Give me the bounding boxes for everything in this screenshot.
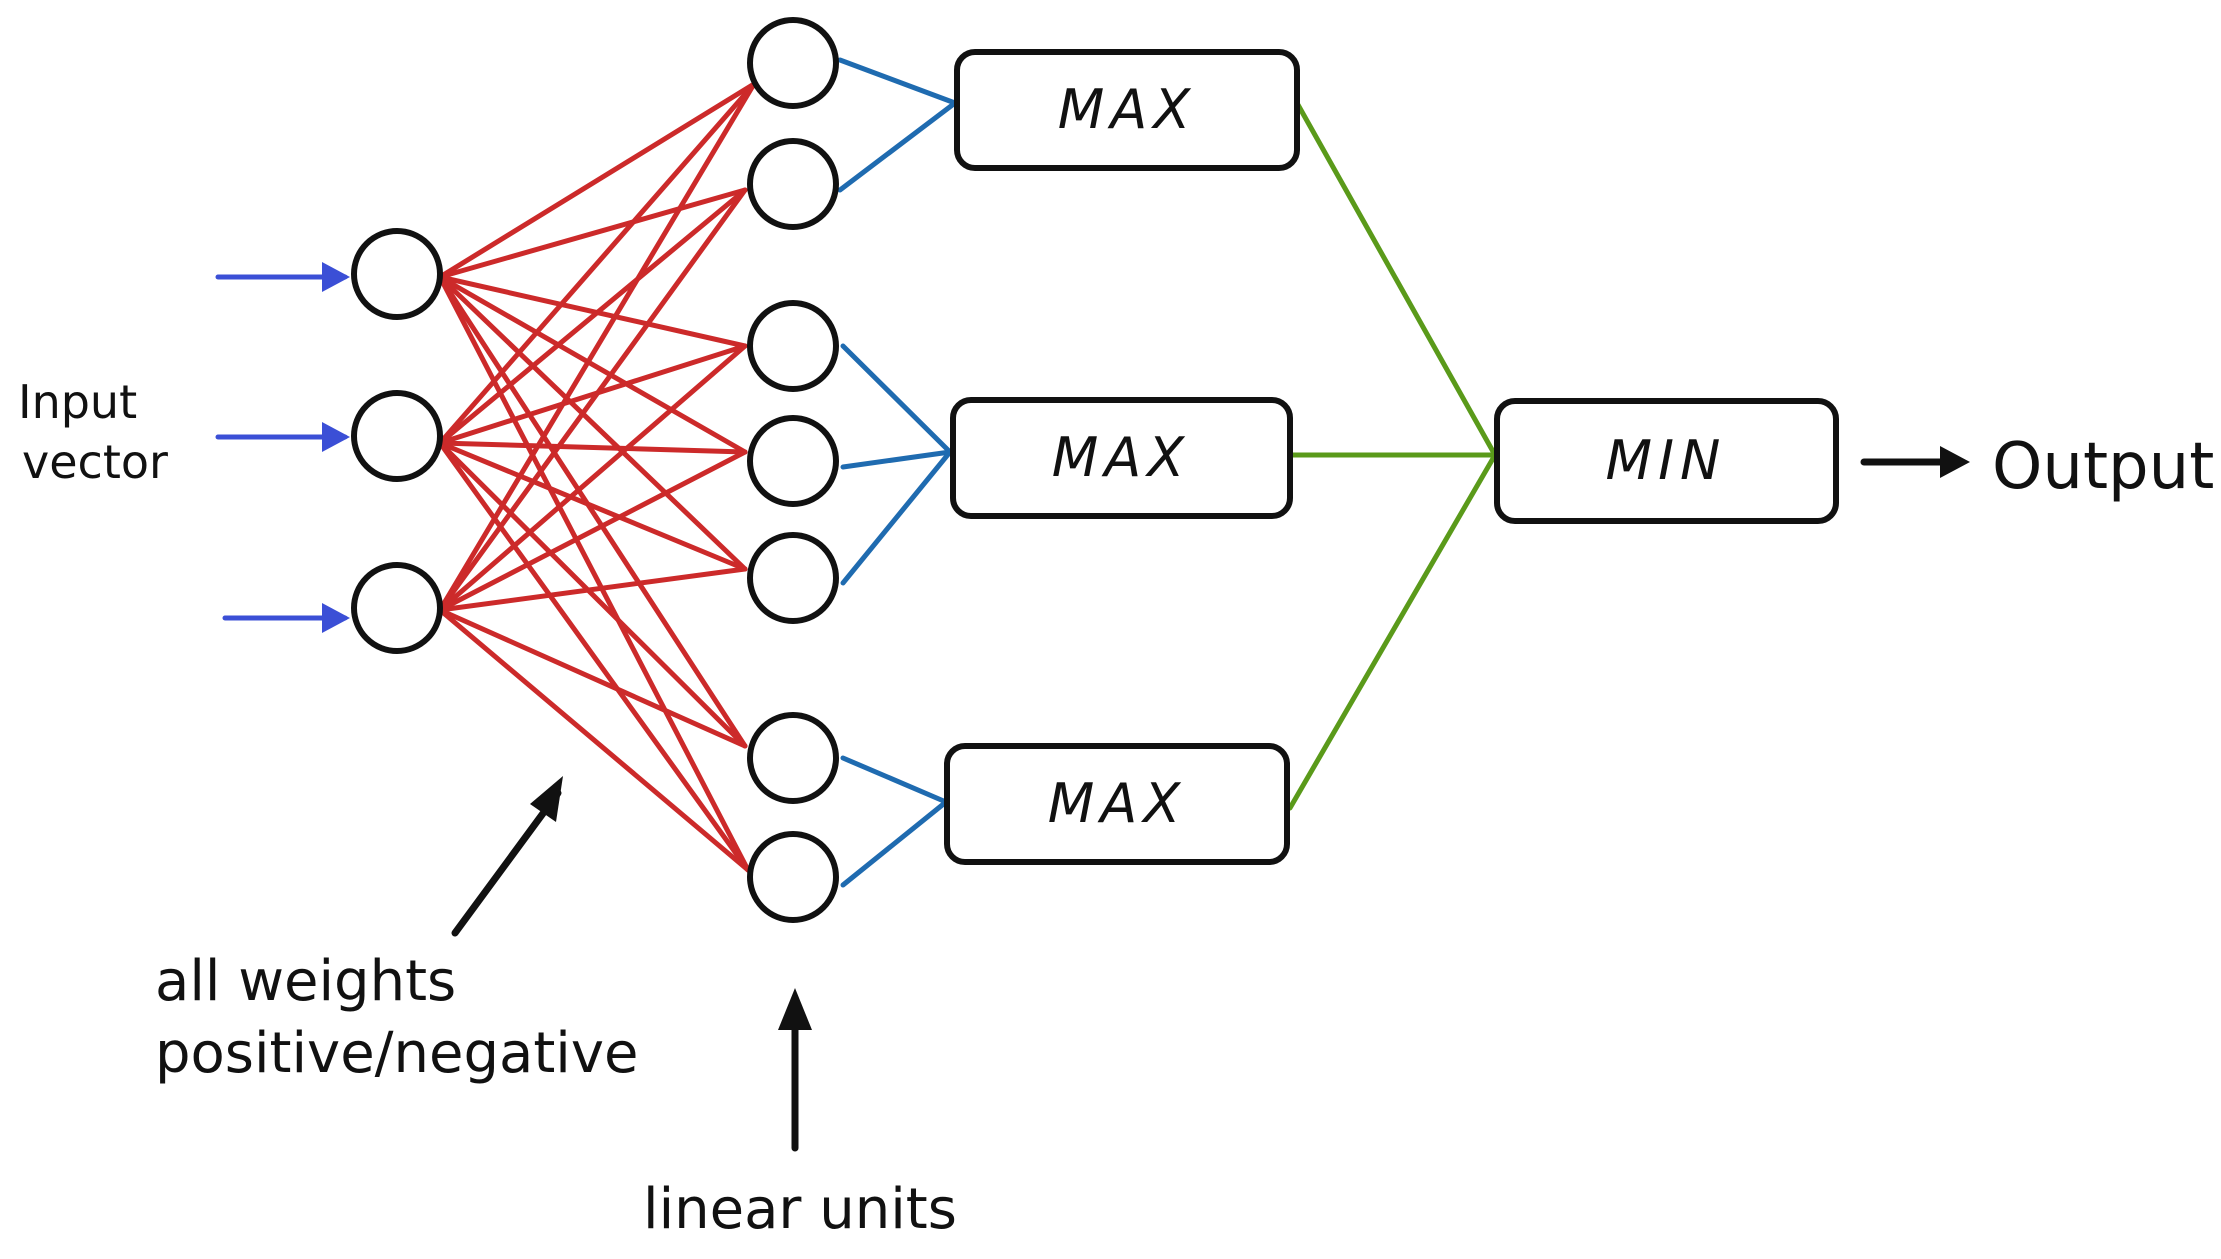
input-arrows — [215, 262, 350, 633]
min-edge-1 — [1294, 100, 1498, 458]
max-edge-3 — [840, 343, 953, 455]
linear-unit-2 — [747, 138, 839, 230]
linear-unit-1 — [747, 17, 839, 109]
max-edge-2 — [837, 100, 958, 193]
weight-edge-1-2 — [437, 187, 748, 280]
weights-note-line-2: positive/negative — [155, 1021, 638, 1086]
linear-unit-5 — [747, 532, 839, 624]
input-arrow-head-1 — [322, 262, 350, 292]
weight-edge-2-1 — [437, 81, 757, 446]
output: Output — [1860, 430, 2214, 504]
min-edge-3 — [1287, 452, 1498, 811]
weight-edge-2-6 — [437, 440, 748, 749]
weight-edge-3-7 — [437, 607, 751, 873]
weight-edge-1-1 — [437, 81, 757, 280]
edges — [437, 57, 1498, 888]
min-box: MIN — [1494, 398, 1839, 524]
linear-units-layer — [747, 17, 839, 923]
input-vector-label: Input vector — [18, 375, 168, 489]
weight-edge-1-7 — [437, 274, 751, 873]
output-label: Output — [1992, 430, 2214, 504]
weight-edge-2-5 — [437, 440, 748, 572]
weights-note-arrow — [451, 789, 562, 937]
max-edge-6 — [840, 755, 949, 805]
weights-note: all weights positive/negative — [155, 776, 638, 1086]
output-arrow-head — [1940, 446, 1970, 478]
max-box-top-label: MAX — [1058, 78, 1197, 141]
max-box-top: MAX — [954, 49, 1300, 171]
weight-edge-2-2 — [437, 187, 748, 446]
weight-edge-1-4 — [437, 274, 748, 455]
weight-edge-2-4 — [437, 440, 748, 455]
weight-edge-2-7 — [437, 440, 751, 873]
linear-units-note-arrow-head — [778, 988, 812, 1030]
max-edge-1 — [837, 57, 958, 106]
linear-units-note: linear units — [643, 988, 957, 1242]
linear-unit-6 — [747, 712, 839, 804]
weight-edge-3-2 — [437, 187, 748, 613]
max-edge-4 — [840, 449, 953, 470]
linear-units-label: linear units — [643, 1177, 957, 1242]
input-node-3 — [351, 562, 443, 654]
max-box-bottom: MAX — [944, 743, 1290, 865]
input-node-1 — [351, 228, 443, 320]
input-vector-label-line-1: Input — [18, 375, 137, 429]
input-vector-label-line-2: vector — [22, 435, 168, 489]
max-box-middle: MAX — [950, 397, 1293, 519]
max-box-bottom-label: MAX — [1048, 772, 1187, 835]
weight-edge-2-3 — [437, 343, 748, 446]
linear-unit-4 — [747, 415, 839, 507]
weight-edge-3-3 — [437, 343, 748, 613]
weights-note-line-1: all weights — [155, 949, 456, 1014]
min-box-label: MIN — [1606, 429, 1727, 492]
input-arrow-head-3 — [322, 603, 350, 633]
input-arrow-head-2 — [322, 422, 350, 452]
weights-note-label: all weights positive/negative — [155, 949, 638, 1086]
weights-note-arrow-head — [530, 776, 563, 822]
max-box-middle-label: MAX — [1052, 426, 1191, 489]
weight-edge-3-5 — [437, 566, 748, 613]
max-edge-5 — [840, 449, 953, 586]
linear-unit-3 — [747, 300, 839, 392]
weight-edge-1-6 — [437, 274, 748, 749]
weight-edge-1-3 — [437, 274, 748, 349]
input-node-2 — [351, 390, 443, 482]
weight-edge-3-1 — [437, 81, 757, 613]
weight-edge-3-6 — [437, 607, 748, 749]
max-edge-7 — [840, 799, 949, 888]
linear-unit-7 — [747, 831, 839, 923]
input-layer — [351, 228, 443, 654]
weight-edge-3-4 — [437, 449, 748, 613]
weight-edge-1-5 — [437, 274, 748, 572]
